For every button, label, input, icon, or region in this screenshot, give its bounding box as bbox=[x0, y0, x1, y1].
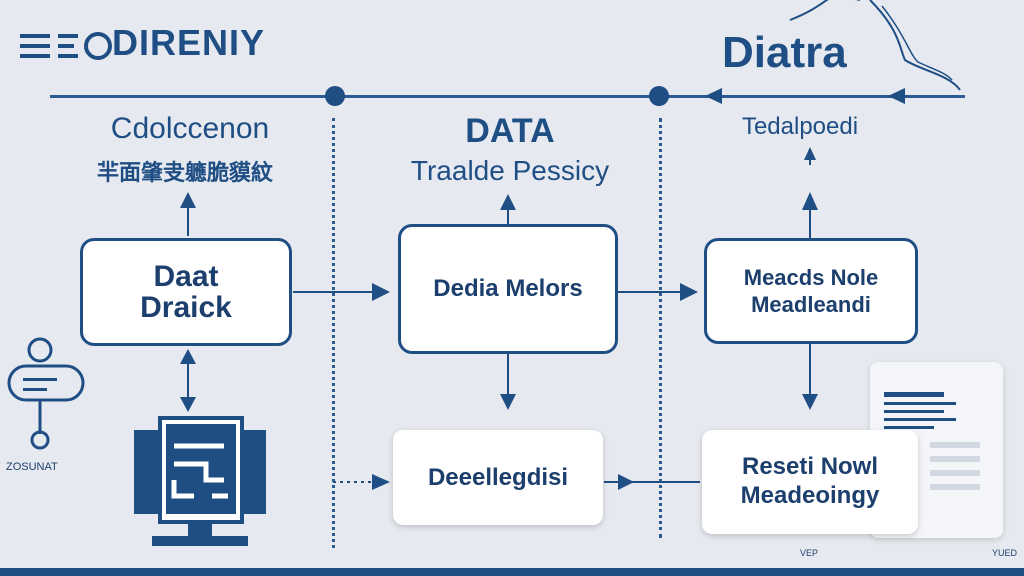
footer-left-tag: VEP bbox=[800, 548, 819, 558]
header-title: DIRENIY bbox=[112, 22, 266, 63]
menu-lines-icon bbox=[20, 30, 115, 69]
top-connector-line bbox=[50, 95, 965, 98]
brand-title: Diatra bbox=[722, 28, 847, 77]
col1-subtitle: 羋面肇叏軈脆貘紋 bbox=[96, 160, 273, 185]
node-dot-1 bbox=[325, 86, 345, 106]
box-meacds-nole-line1: Meacds Nole bbox=[743, 264, 879, 290]
box-deeellegdisi[interactable]: Deeellegdisi bbox=[393, 430, 603, 525]
col1-title: Cdolccenon bbox=[110, 112, 270, 145]
node-dot-2 bbox=[649, 86, 669, 106]
monitor-icon bbox=[132, 416, 268, 548]
footer-right-tag: YUED bbox=[992, 548, 1018, 558]
side-label: ZOSUNAT bbox=[6, 461, 58, 473]
box-reseti-nowl-line2: Meadeoingy bbox=[740, 482, 880, 509]
separator-1 bbox=[332, 118, 335, 548]
box-reseti-nowl-line1: Reseti Nowl bbox=[741, 453, 879, 481]
box-deeellegdisi-label: Deeellegdisi bbox=[427, 463, 569, 491]
box-data-track-line2: Draick bbox=[140, 291, 232, 324]
box-media-melors-label: Dedia Melors bbox=[433, 275, 583, 302]
col2-title: DATA bbox=[465, 112, 555, 150]
box-reseti-nowl[interactable]: Reseti Nowl Meadeoingy bbox=[702, 430, 918, 534]
box-data-track[interactable]: Daat Draick bbox=[80, 238, 292, 346]
col2-subtitle: Traalde Pessicy bbox=[410, 155, 610, 186]
box-meacds-nole[interactable]: Meacds Nole Meadleandi bbox=[704, 238, 918, 344]
col3-title: Tedalpoedi bbox=[741, 113, 859, 140]
box-meacds-nole-line2: Meadleandi bbox=[751, 292, 871, 317]
bottom-bar bbox=[0, 568, 1024, 576]
box-media-melors[interactable]: Dedia Melors bbox=[398, 224, 618, 354]
user-figure-icon bbox=[5, 336, 85, 451]
separator-2 bbox=[659, 118, 662, 538]
box-data-track-line1: Daat bbox=[153, 259, 219, 293]
